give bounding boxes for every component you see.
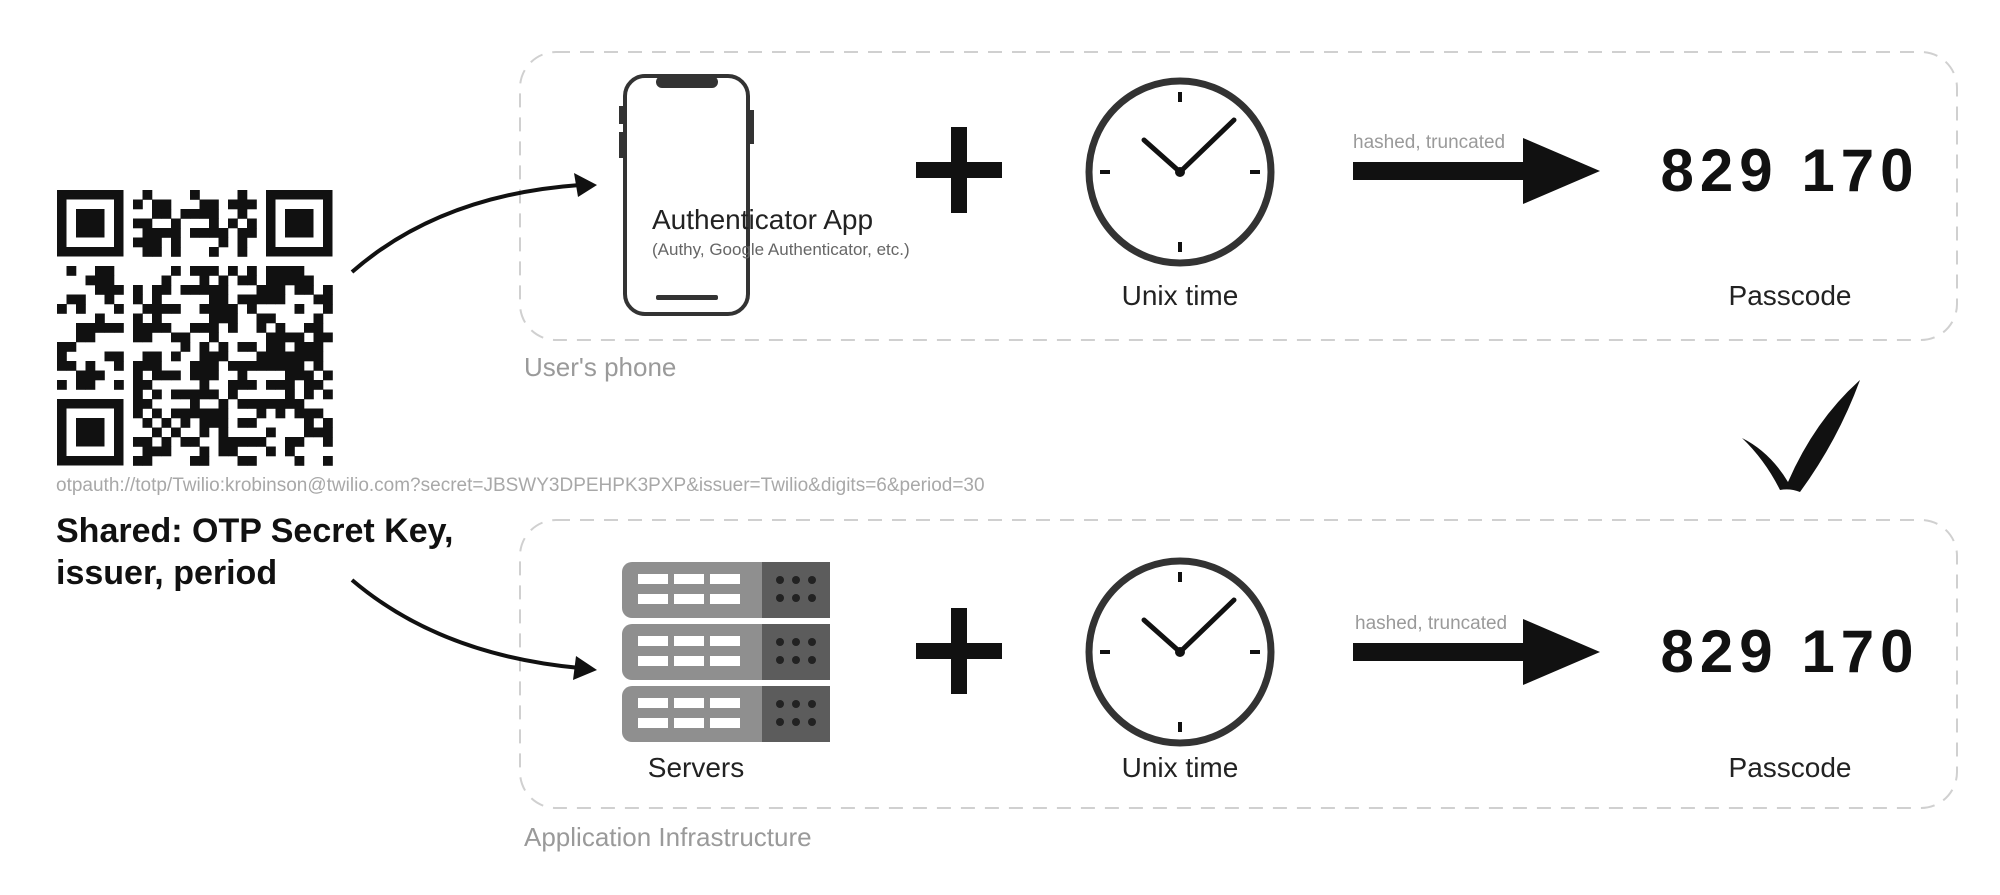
arrow-label: hashed, truncated [1355,613,1508,634]
smartphone-icon [619,74,754,316]
shared-line-2: issuer, period [56,554,278,592]
curved-arrow-to-phone [350,173,597,274]
app-title: Authenticator App [652,204,874,235]
clock-caption: Unix time [1121,752,1239,783]
passcode-caption: Passcode [1728,752,1852,783]
server-group-box [519,519,1958,809]
arrow-right-icon [1353,138,1600,204]
plus-icon [916,127,1002,213]
arrow-label: hashed, truncated [1353,132,1506,153]
shared-line-1: Shared: OTP Secret Key, [56,512,454,550]
passcode-value: 829 170 [1660,618,1920,685]
plus-icon [916,608,1002,694]
clock-icon [1085,557,1275,747]
server-rack-icon [622,562,830,742]
clock-icon [1085,77,1275,267]
checkmark-icon [1742,380,1860,492]
servers-caption: Servers [647,752,745,783]
passcode-value: 829 170 [1660,137,1920,204]
phone-group-label: User's phone [524,352,677,382]
arrow-right-icon [1353,619,1600,685]
server-group-label: Application Infrastructure [524,822,812,852]
qr-code-icon [57,190,333,466]
app-subtitle: (Authy, Google Authenticator, etc.) [652,240,910,259]
otpauth-uri: otpauth://totp/Twilio:krobinson@twilio.c… [56,475,985,496]
phone-group-box [519,51,1958,341]
curved-arrow-to-servers [350,578,597,680]
passcode-caption: Passcode [1728,280,1852,311]
clock-caption: Unix time [1121,280,1239,311]
shared-secret-title: Shared: OTP Secret Key, issuer, period [56,510,476,594]
